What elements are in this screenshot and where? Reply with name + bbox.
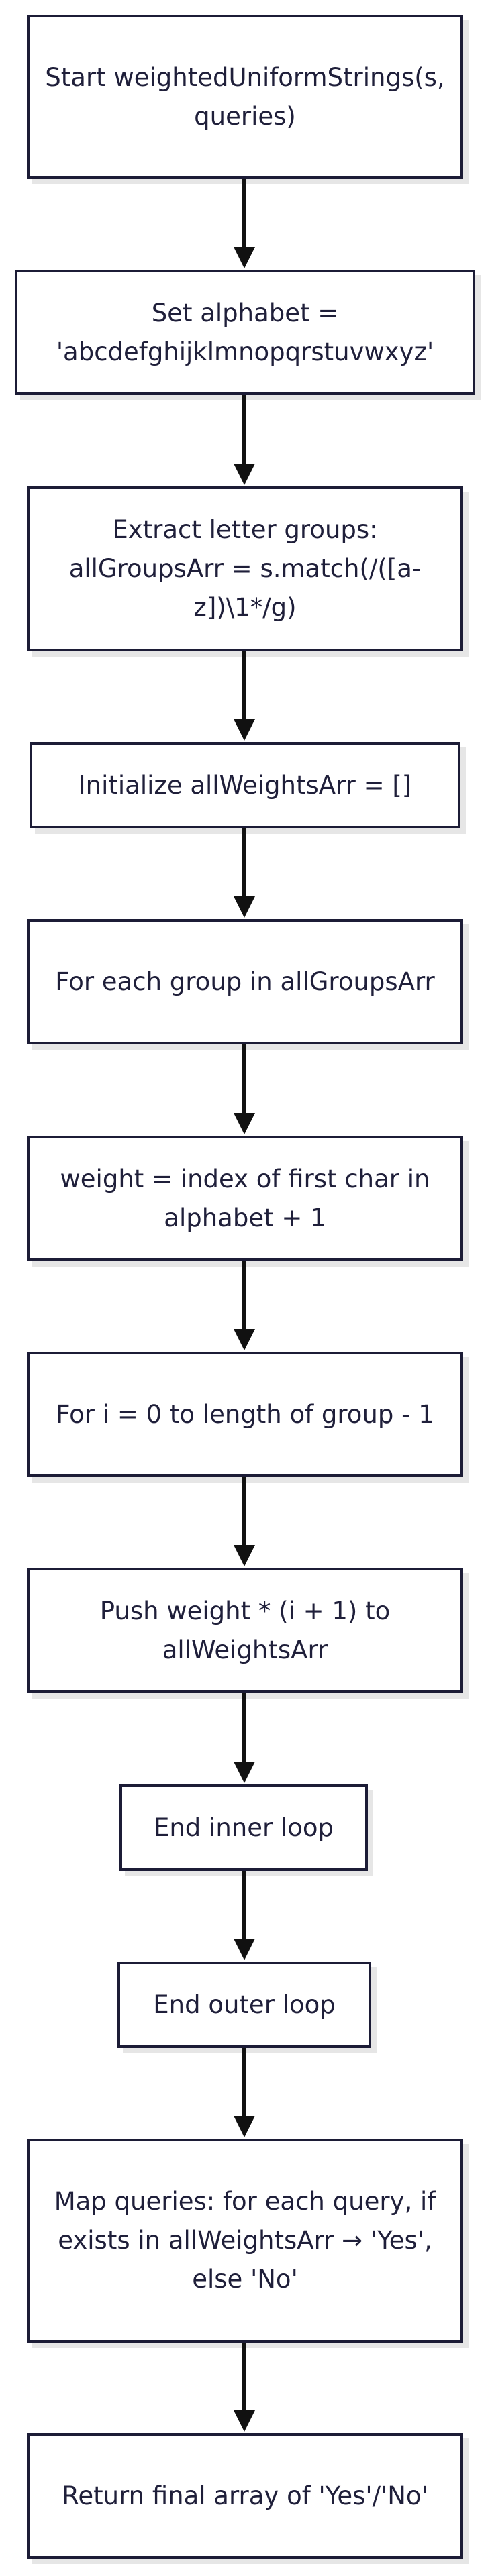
edge-init-weights-to-for-each-group-arrowhead — [234, 896, 255, 918]
node-start-label: Start weightedUniformStrings(s, queries) — [45, 62, 445, 131]
edge-map-queries-to-return-result-line — [242, 2343, 246, 2414]
node-map-queries: Map queries: for each query, if exists i… — [27, 2139, 463, 2343]
node-push-weight: Push weight * (i + 1) to allWeightsArr — [27, 1568, 463, 1693]
node-extract-groups-label: Extract letter groups: allGroupsArr = s.… — [68, 515, 422, 622]
node-return-result-label: Return final array of 'Yes'/'No' — [62, 2481, 428, 2510]
edge-start-to-set-alphabet-line — [242, 179, 246, 250]
node-for-i-loop: For i = 0 to length of group - 1 — [27, 1352, 463, 1477]
edge-end-inner-loop-to-end-outer-loop-arrowhead — [234, 1939, 255, 1960]
edge-extract-groups-to-init-weights-line — [242, 651, 246, 722]
node-end-inner-loop-label: End inner loop — [153, 1813, 334, 1842]
edge-for-i-loop-to-push-weight-line — [242, 1477, 246, 1548]
node-extract-groups: Extract letter groups: allGroupsArr = s.… — [27, 486, 463, 651]
edge-for-each-group-to-weight-calc-arrowhead — [234, 1113, 255, 1134]
edge-map-queries-to-return-result-arrowhead — [234, 2410, 255, 2432]
edge-start-to-set-alphabet-arrowhead — [234, 247, 255, 268]
node-start: Start weightedUniformStrings(s, queries) — [27, 15, 463, 179]
edge-set-alphabet-to-extract-groups-line — [242, 395, 246, 467]
edge-push-weight-to-end-inner-loop-line — [242, 1693, 246, 1765]
node-end-outer-loop-label: End outer loop — [153, 1990, 336, 2019]
node-push-weight-label: Push weight * (i + 1) to allWeightsArr — [99, 1596, 391, 1664]
node-init-weights: Initialize allWeightsArr = [] — [30, 742, 460, 828]
node-init-weights-label: Initialize allWeightsArr = [] — [78, 770, 412, 800]
node-for-each-group-label: For each group in allGroupsArr — [55, 967, 435, 996]
edge-set-alphabet-to-extract-groups-arrowhead — [234, 464, 255, 485]
edge-end-outer-loop-to-map-queries-line — [242, 2048, 246, 2119]
edge-weight-calc-to-for-i-loop-arrowhead — [234, 1329, 255, 1350]
node-weight-calc: weight = index of first char in alphabet… — [27, 1136, 463, 1261]
edge-end-inner-loop-to-end-outer-loop-line — [242, 1871, 246, 1942]
edge-end-outer-loop-to-map-queries-arrowhead — [234, 2116, 255, 2137]
edge-push-weight-to-end-inner-loop-arrowhead — [234, 1762, 255, 1783]
node-weight-calc-label: weight = index of first char in alphabet… — [60, 1164, 430, 1232]
node-set-alphabet-label: Set alphabet = 'abcdefghijklmnopqrstuvwx… — [56, 298, 434, 366]
node-for-i-loop-label: For i = 0 to length of group - 1 — [56, 1399, 434, 1429]
edge-for-i-loop-to-push-weight-arrowhead — [234, 1545, 255, 1566]
node-end-outer-loop: End outer loop — [117, 1962, 371, 2048]
node-return-result: Return final array of 'Yes'/'No' — [27, 2433, 463, 2559]
node-for-each-group: For each group in allGroupsArr — [27, 919, 463, 1044]
node-map-queries-label: Map queries: for each query, if exists i… — [54, 2187, 436, 2294]
edge-for-each-group-to-weight-calc-line — [242, 1044, 246, 1116]
edge-weight-calc-to-for-i-loop-line — [242, 1261, 246, 1332]
node-set-alphabet: Set alphabet = 'abcdefghijklmnopqrstuvwx… — [15, 270, 475, 395]
edge-init-weights-to-for-each-group-line — [242, 828, 246, 900]
edge-extract-groups-to-init-weights-arrowhead — [234, 719, 255, 741]
node-end-inner-loop: End inner loop — [119, 1784, 368, 1871]
